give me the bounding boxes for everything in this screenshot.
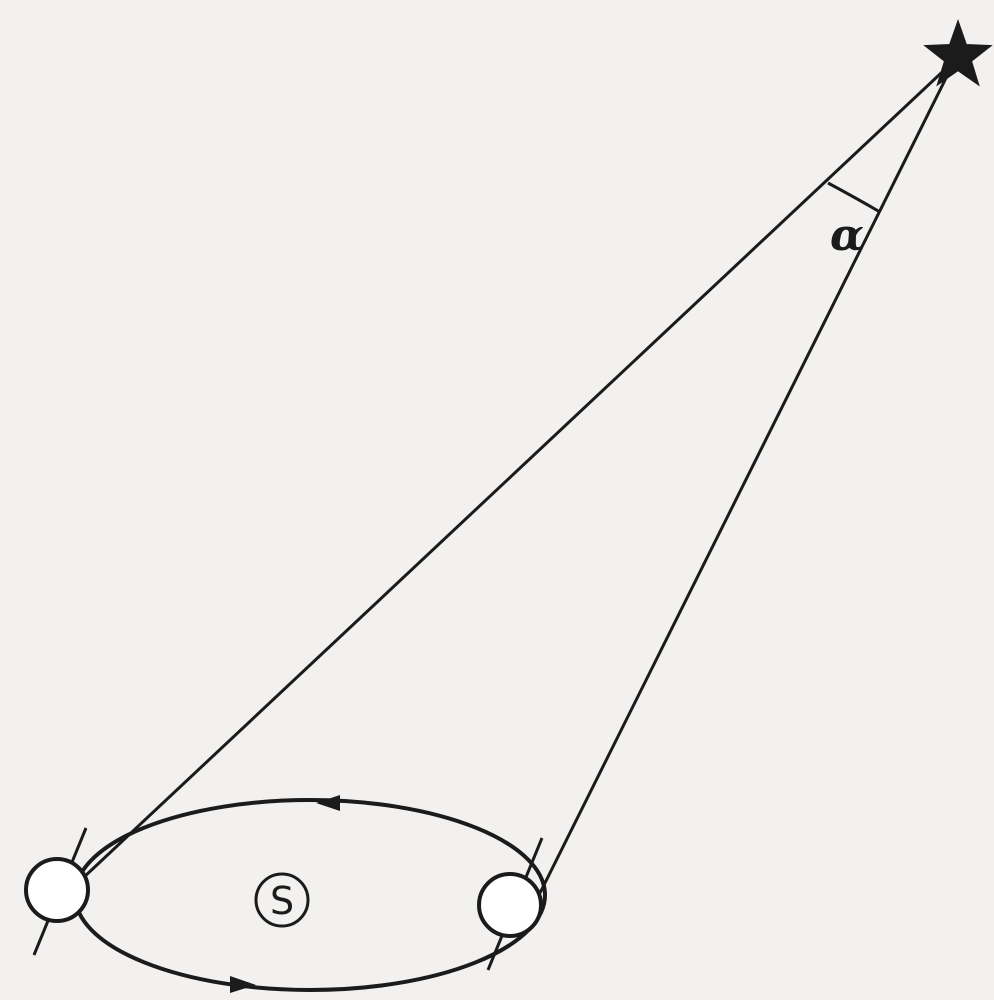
orbit-arrow-bottom — [230, 976, 256, 993]
sun-icon: S — [256, 874, 308, 926]
parallax-angle-label: α — [830, 210, 864, 261]
sun-label: S — [270, 879, 294, 923]
planet-icon — [479, 874, 541, 936]
sight-line-left — [83, 60, 955, 878]
planet-left — [26, 828, 88, 955]
planet-right — [479, 838, 542, 970]
parallax-angle-arc — [828, 183, 880, 212]
star-icon — [926, 22, 990, 84]
orbit-arrow-top — [316, 795, 340, 811]
sight-line-right — [540, 60, 955, 893]
orbit-ellipse — [75, 800, 545, 990]
planet-icon — [26, 859, 88, 921]
